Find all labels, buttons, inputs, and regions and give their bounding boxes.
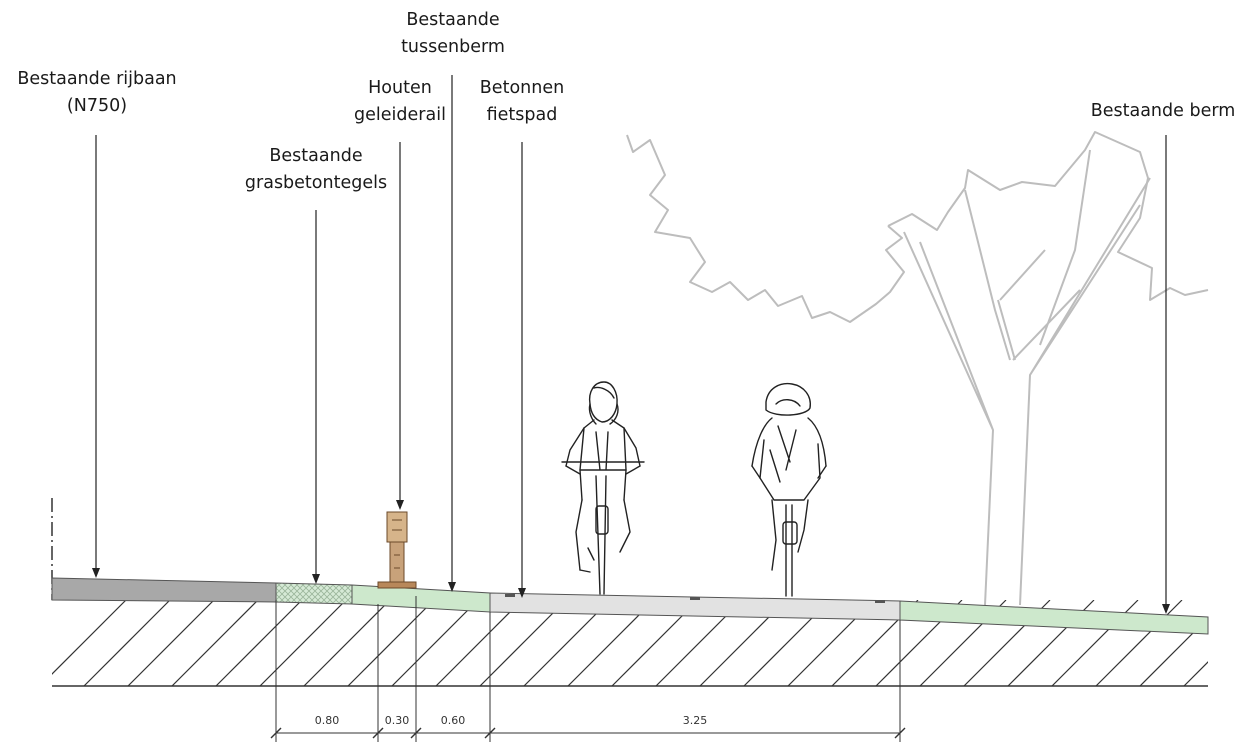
label-geleiderail-line2: geleiderail <box>354 105 446 125</box>
tree-canopy-right <box>887 131 1209 301</box>
joint-marks <box>505 594 885 603</box>
soil-hatch-line <box>1139 617 1208 686</box>
tussenberm-layer <box>351 584 491 613</box>
dim-tussenberm: 0.60 <box>441 714 466 727</box>
label-rijbaan-line1: Bestaande rijbaan <box>17 69 177 89</box>
soil-hatch-line <box>83 600 171 686</box>
label-rijbaan: Bestaande rijbaan (N750) <box>17 66 176 120</box>
soil-hatch-line <box>1228 600 1255 686</box>
dimension-values: 0.80 0.30 0.60 3.25 <box>315 714 708 727</box>
soil-hatch-line <box>127 600 215 686</box>
soil-hatch-line <box>303 600 391 686</box>
tree-branch <box>999 249 1081 361</box>
berm-layer <box>899 600 1209 635</box>
label-fietspad-line2: fietspad <box>486 105 558 125</box>
soil-hatch-line <box>1183 661 1208 686</box>
soil-hatch-line <box>391 600 479 686</box>
soil-hatch-line <box>435 600 523 686</box>
label-tussenberm: Bestaande tussenberm <box>401 7 505 61</box>
leader-lines <box>95 75 1167 608</box>
label-grasbeton: Bestaande grasbetontegels <box>245 143 387 197</box>
tree-canopy-left <box>626 134 905 323</box>
grass-tiles-layer <box>275 582 353 605</box>
label-geleiderail-line1: Houten <box>368 78 432 98</box>
soil-hatch-line <box>1095 600 1183 686</box>
label-tussenberm-line1: Bestaande <box>406 10 500 30</box>
dimension-lines <box>275 596 901 742</box>
wooden-guardrail <box>377 511 417 589</box>
label-rijbaan-line2: (N750) <box>66 96 128 116</box>
tree-outline <box>626 131 1209 606</box>
label-tussenberm-line2: tussenberm <box>401 37 505 57</box>
label-berm: Bestaande berm <box>1091 98 1236 125</box>
cyclist-front <box>561 381 645 595</box>
leader-arrowheads <box>92 500 1170 614</box>
label-grasbeton-line2: grasbetontegels <box>244 173 388 193</box>
label-berm-line1: Bestaande berm <box>1090 101 1236 121</box>
tree-trunk <box>903 149 1151 606</box>
soil-hatch-line <box>171 600 259 686</box>
soil-hatch-line <box>259 600 347 686</box>
label-fietspad-line1: Betonnen <box>479 78 565 98</box>
dim-fietspad: 3.25 <box>683 714 708 727</box>
soil-hatch-line <box>52 600 127 675</box>
soil-hatch-line <box>479 600 567 686</box>
soil-hatch-line <box>347 600 435 686</box>
label-geleiderail: Houten geleiderail <box>354 75 446 129</box>
dim-grasbeton: 0.80 <box>315 714 340 727</box>
label-fietspad: Betonnen fietspad <box>480 75 564 129</box>
cyclist-back <box>751 382 827 597</box>
asphalt-layer <box>51 577 277 603</box>
label-grasbeton-line1: Bestaande <box>269 146 363 166</box>
dim-geleiderail: 0.30 <box>385 714 410 727</box>
dimension-ticks <box>270 727 906 739</box>
soil-hatch-line <box>215 600 303 686</box>
